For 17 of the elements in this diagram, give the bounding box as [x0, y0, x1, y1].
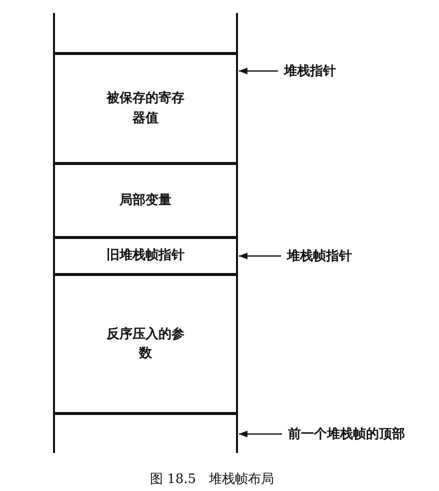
pointer-label: 前一个堆栈帧的顶部	[288, 425, 405, 443]
slot-label: 反序压入的参数	[106, 326, 184, 363]
pointer-arrow	[239, 430, 282, 438]
figure-caption: 图 18.5 堆栈帧布局	[150, 471, 274, 488]
stack-slot	[53, 52, 238, 164]
stack-slot	[53, 237, 238, 275]
slot-label: 被保存的寄存器值	[106, 90, 184, 128]
pointer-arrow	[239, 68, 278, 74]
slot-label: 旧堆栈帧指针	[106, 247, 184, 266]
stack-slot	[53, 274, 238, 415]
stack-slot	[53, 163, 238, 238]
pointer-arrow	[239, 252, 281, 260]
pointer-label: 堆栈指针	[284, 62, 336, 80]
stack-region	[53, 13, 238, 54]
pointer-label: 堆栈帧指针	[287, 247, 352, 265]
stack-region	[53, 413, 238, 453]
slot-label: 局部变量	[118, 192, 172, 210]
